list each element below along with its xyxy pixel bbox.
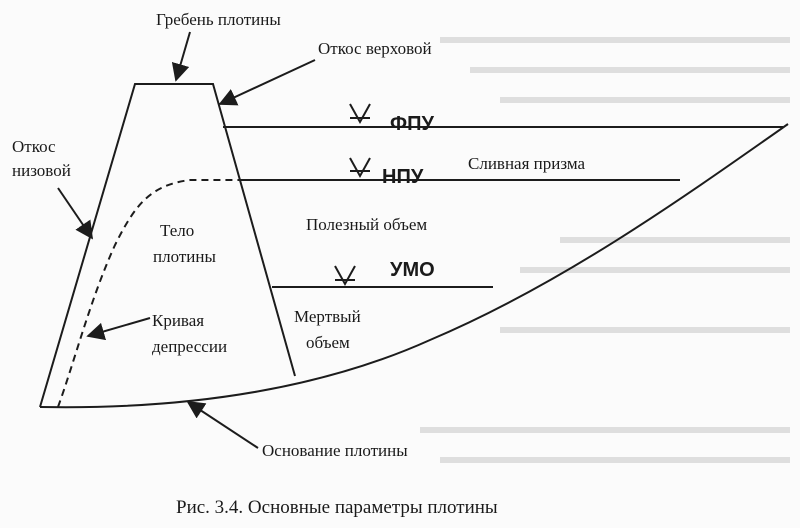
fpu-marker <box>349 103 371 125</box>
npu-label: НПУ <box>382 166 424 188</box>
crest-arrow <box>171 31 191 82</box>
dam-base-arrow <box>186 401 259 449</box>
upstream-slope-arrow <box>218 59 316 106</box>
crest-label: Гребень плотины <box>156 10 281 29</box>
figure-caption: Рис. 3.4. Основные параметры плотины <box>176 497 498 518</box>
dam-base-line <box>39 123 789 409</box>
depression-curve-line <box>57 179 240 408</box>
useful-volume-label: Полезный объем <box>306 215 427 234</box>
downstream-slope-label-1: Откос <box>12 137 56 156</box>
depression-curve-label-2: депрессии <box>152 337 227 356</box>
dam-base-label: Основание плотины <box>262 441 408 460</box>
downstream-slope-label-2: низовой <box>12 161 71 180</box>
depression-curve-label-1: Кривая <box>152 311 204 330</box>
dam-outline <box>39 83 296 408</box>
dam-body-label-1: Тело <box>160 221 194 240</box>
spillway-prism-label: Сливная призма <box>468 154 585 173</box>
depression-curve-arrow <box>86 317 151 341</box>
background-text-lines <box>420 37 790 463</box>
downstream-slope-arrow <box>57 187 94 240</box>
fpu-label: ФПУ <box>390 113 434 135</box>
dead-volume-label-1: Мертвый <box>294 307 361 326</box>
umo-marker <box>334 265 356 287</box>
npu-marker <box>349 157 371 179</box>
dead-volume-label-2: объем <box>306 333 350 352</box>
upstream-slope-label: Откос верховой <box>318 39 432 58</box>
umo-label: УМО <box>390 259 435 281</box>
dam-body-label-2: плотины <box>153 247 216 266</box>
